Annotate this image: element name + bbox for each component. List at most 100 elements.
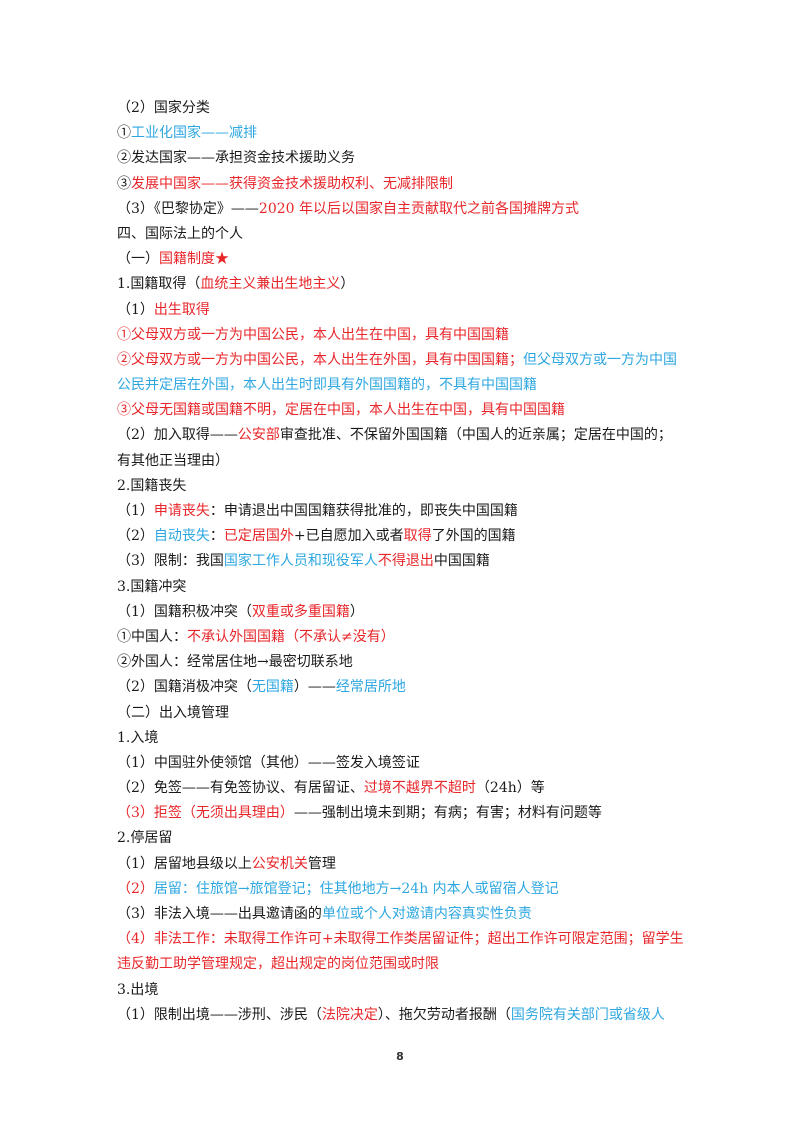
text-segment: 无国籍 <box>251 679 294 696</box>
text-line: （3）拒签（无须出具理由）——强制出境未到期；有病；有害；材料有问题等 <box>117 801 692 826</box>
text-segment: ） <box>340 276 355 293</box>
text-segment: ） <box>349 603 364 620</box>
text-segment: （1）国籍积极冲突（ <box>117 603 252 620</box>
text-line: 1.国籍取得（血统主义兼出生地主义） <box>117 272 692 297</box>
text-segment: 取得 <box>403 528 432 545</box>
text-segment: （1）限制出境——涉刑、涉民（ <box>117 1006 322 1023</box>
text-segment: 1.入境 <box>117 729 159 746</box>
text-segment: （4） <box>117 931 154 948</box>
text-line: ②父母双方或一方为中国公民，本人出生在外国，具有中国国籍；但父母双方或一方为中国 <box>117 348 692 373</box>
text-segment: 违反勤工助学管理规定，超出规定的岗位范围或时限 <box>117 956 439 973</box>
text-segment: 不承认外国国籍（不承认≠没有） <box>187 628 395 645</box>
text-segment: 国籍制度★ <box>159 251 229 268</box>
text-segment: 公安机关 <box>251 855 308 872</box>
text-line: （2）国籍消极冲突（无国籍）——经常居所地 <box>117 675 692 700</box>
text-line: 2.国籍丧失 <box>117 474 692 499</box>
text-line: 公民并定居在外国，本人出生时即具有外国国籍的，不具有中国国籍 <box>117 373 692 398</box>
text-segment: 不得退出 <box>377 553 434 570</box>
text-segment: （2） <box>117 880 154 897</box>
text-line: ③父母无国籍或国籍不明，定居在中国，本人出生在中国，具有中国国籍 <box>117 398 692 423</box>
text-line: 有其他正当理由） <box>117 449 692 474</box>
text-segment: 双重或多重国籍 <box>251 603 350 620</box>
text-segment: （3）《巴黎协定》—— <box>117 200 259 217</box>
text-segment: （二）出入境管理 <box>117 704 229 721</box>
text-segment: 血统主义兼出生地主义 <box>200 276 341 293</box>
text-line: （1）出生取得 <box>117 298 692 323</box>
text-segment: ①父母双方或一方为中国公民，本人出生在中国，具有中国国籍 <box>117 326 509 343</box>
text-segment: 发展中国家——获得资金技术援助权利、无减排限制 <box>131 175 453 192</box>
text-line: 违反勤工助学管理规定，超出规定的岗位范围或时限 <box>117 952 692 977</box>
text-segment: （2）国家分类 <box>117 100 210 116</box>
text-segment: 公安部 <box>237 427 280 444</box>
text-line: （3）非法入境——出具邀请函的单位或个人对邀请内容真实性负责 <box>117 902 692 927</box>
text-segment: 2.停居留 <box>117 830 173 847</box>
text-segment: 四、国际法上的个人 <box>117 225 243 242</box>
text-segment: 已定居国外 <box>223 528 294 545</box>
text-segment: 中国国籍 <box>433 553 490 570</box>
text-segment: （1）居留地县级以上 <box>117 855 252 872</box>
text-line: （3）《巴黎协定》——2020 年以后以国家自主贡献取代之前各国摊牌方式 <box>117 197 692 222</box>
text-segment: ）—— <box>293 679 336 696</box>
text-line: （1）中国驻外使领馆（其他）——签发入境签证 <box>117 751 692 776</box>
text-segment: 了外国的国籍 <box>431 528 516 545</box>
text-segment: ）、拖欠劳动者报酬（ <box>377 1006 511 1023</box>
text-line: （2）加入取得——公安部审查批准、不保留外国国籍（中国人的近亲属；定居在中国的； <box>117 423 692 448</box>
text-segment: ②外国人：经常居住地→最密切联系地 <box>117 654 353 671</box>
text-segment: 工业化国家——减排 <box>131 125 257 142</box>
text-segment: 经常居所地 <box>335 679 406 696</box>
text-segment: 2020 年以后以国家自主贡献取代之前各国摊牌方式 <box>258 200 579 217</box>
text-line: 2.停居留 <box>117 826 692 851</box>
text-line: （1）申请丧失：申请退出中国国籍获得批准的，即丧失中国国籍 <box>117 499 692 524</box>
text-line: （3）限制：我国国家工作人员和现役军人不得退出中国国籍 <box>117 549 692 574</box>
text-line: （2）自动丧失：已定居国外+已自愿加入或者取得了外国的国籍 <box>117 524 692 549</box>
text-line: ①中国人：不承认外国国籍（不承认≠没有） <box>117 625 692 650</box>
text-segment: 公民并定居在外国，本人出生时即具有外国国籍的，不具有中国国籍 <box>117 377 537 394</box>
text-segment: ③ <box>117 175 131 192</box>
text-segment: 3.国籍冲突 <box>117 578 187 595</box>
text-line: （1）居留地县级以上公安机关管理 <box>117 852 692 877</box>
text-segment: 非法工作：未取得工作许可+未取得工作类居留证件；超出工作许可限定范围；留学生 <box>153 931 684 948</box>
text-line: ②外国人：经常居住地→最密切联系地 <box>117 650 692 675</box>
text-segment: （1） <box>117 301 154 318</box>
text-segment: ① <box>117 125 131 142</box>
text-line: ①工业化国家——减排 <box>117 121 692 146</box>
text-segment: ②父母双方或一方为中国公民，本人出生在外国，具有中国国籍； <box>117 351 523 368</box>
text-line: （4）非法工作：未取得工作许可+未取得工作类居留证件；超出工作许可限定范围；留学… <box>117 927 692 952</box>
text-segment: +已自愿加入或者 <box>293 528 404 545</box>
text-segment: 但父母双方或一方为中国 <box>523 351 677 368</box>
page-number: 8 <box>396 1050 404 1063</box>
text-line: 3.出境 <box>117 978 692 1003</box>
text-line: （2）国家分类 <box>117 96 692 121</box>
text-segment: 1.国籍取得（ <box>117 276 201 293</box>
text-segment: 过境不越界不超时 <box>363 780 476 797</box>
text-line: ①父母双方或一方为中国公民，本人出生在中国，具有中国国籍 <box>117 323 692 348</box>
text-segment: （1）中国驻外使领馆（其他）——签发入境签证 <box>117 754 420 771</box>
text-segment: （24h）等 <box>475 780 545 797</box>
text-line: （二）出入境管理 <box>117 701 692 726</box>
text-segment: ——强制出境未到期；有病；有害；材料有问题等 <box>293 805 602 822</box>
text-segment: 2.国籍丧失 <box>117 477 187 494</box>
text-segment: 自动丧失 <box>153 528 210 545</box>
text-line: （一）国籍制度★ <box>117 247 692 272</box>
text-segment: ③父母无国籍或国籍不明，定居在中国，本人出生在中国，具有中国国籍 <box>117 402 565 419</box>
text-segment: 居留：住旅馆→旅馆登记；住其他地方→24h 内本人或留宿人登记 <box>153 880 559 897</box>
text-line: （2）免签——有免签协议、有居留证、过境不越界不超时（24h）等 <box>117 776 692 801</box>
text-segment: （2） <box>117 528 154 545</box>
text-segment: （2）国籍消极冲突（ <box>117 679 252 696</box>
text-segment: ：申请退出中国国籍获得批准的，即丧失中国国籍 <box>209 503 518 519</box>
text-segment: 拒签（无须出具理由） <box>153 805 294 822</box>
text-segment: 出生取得 <box>153 301 210 318</box>
text-segment: ①中国人： <box>117 628 187 645</box>
text-segment: （3）非法入境——出具邀请函的 <box>117 906 322 922</box>
text-line: 3.国籍冲突 <box>117 575 692 600</box>
text-line: 1.入境 <box>117 726 692 751</box>
text-line: 四、国际法上的个人 <box>117 222 692 247</box>
text-segment: （3） <box>117 805 154 822</box>
text-segment: ②发达国家——承担资金技术援助义务 <box>117 150 355 167</box>
text-segment: ： <box>209 528 224 545</box>
text-line: （1）限制出境——涉刑、涉民（法院决定）、拖欠劳动者报酬（国务院有关部门或省级人 <box>117 1003 692 1028</box>
text-segment: 有其他正当理由） <box>117 452 229 469</box>
text-line: ③发展中国家——获得资金技术援助权利、无减排限制 <box>117 172 692 197</box>
document-body: （2）国家分类 ①工业化国家——减排 ②发达国家——承担资金技术援助义务 ③发展中国家… <box>117 96 692 1028</box>
